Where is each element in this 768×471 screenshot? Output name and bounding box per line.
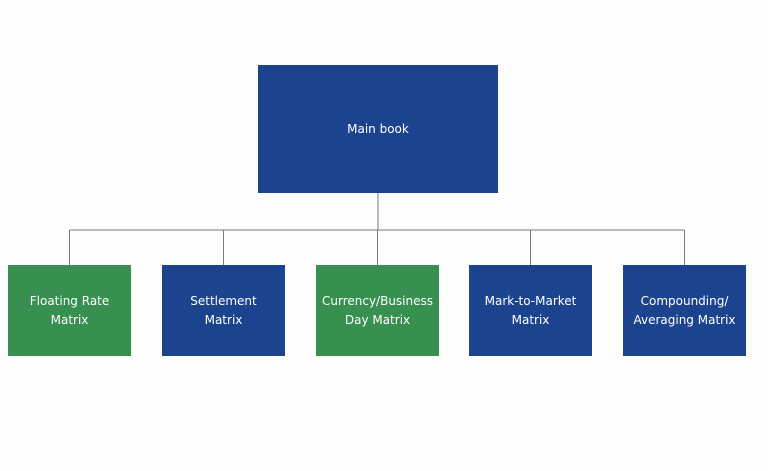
settlement-matrix-node: Settlement Matrix — [162, 265, 285, 356]
mark-to-market-matrix-label: Mark-to-Market Matrix — [484, 293, 577, 327]
currency-business-day-matrix-label: Currency/Business Day Matrix — [321, 293, 434, 327]
floating-rate-matrix-node: Floating Rate Matrix — [8, 265, 131, 356]
settlement-matrix-label: Settlement Matrix — [190, 293, 257, 327]
mark-to-market-matrix-node: Mark-to-Market Matrix — [469, 265, 592, 356]
floating-rate-matrix-label: Floating Rate Matrix — [29, 293, 110, 327]
main-book-node: Main book — [258, 65, 498, 193]
currency-business-day-matrix-node: Currency/Business Day Matrix — [316, 265, 439, 356]
compounding-averaging-matrix-node: Compounding/ Averaging Matrix — [623, 265, 746, 356]
main-book-label: Main book — [347, 121, 409, 136]
compounding-averaging-matrix-label: Compounding/ Averaging Matrix — [633, 293, 736, 327]
